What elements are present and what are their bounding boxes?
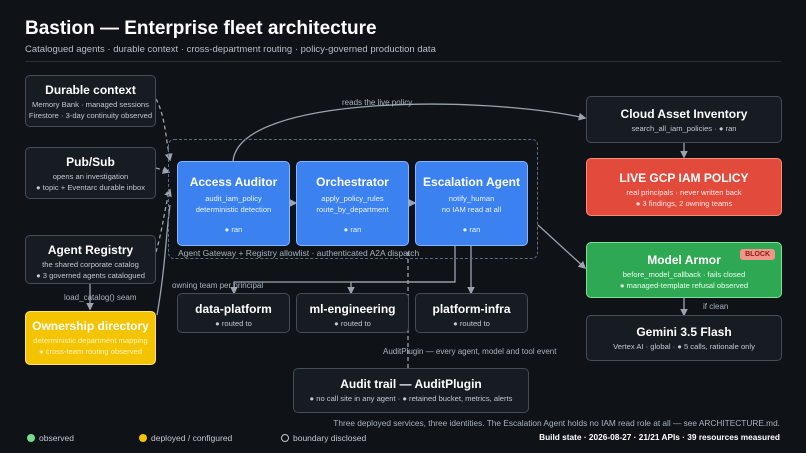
- edge-pubsub-to-gateway: [155, 166, 171, 174]
- edge-escalation-to-ml: [347, 281, 455, 295]
- node-line: search_all_iam_policies · ● ran: [631, 124, 737, 133]
- edge-gateway-to-model-armor: [537, 224, 587, 270]
- node-platform-infra[interactable]: platform-infra ● routed to: [415, 293, 528, 333]
- edge-label-auditplugin: AuditPlugin — every agent, model and too…: [383, 347, 557, 356]
- node-line: ● cross-team routing observed: [39, 347, 142, 357]
- node-line: audit_iam_policy: [205, 194, 262, 203]
- deployed-dot-icon: [139, 434, 147, 442]
- node-line: Vertex AI · global · ● 5 calls, rational…: [613, 342, 755, 351]
- node-access-auditor[interactable]: Access Auditor audit_iam_policy determin…: [177, 161, 290, 246]
- node-line: before_model_callback · fails closed: [622, 270, 746, 279]
- node-line: ● routed to: [453, 319, 490, 328]
- node-line: route_by_department: [316, 205, 389, 215]
- node-line: ● topic + Eventarc durable inbox: [35, 183, 146, 193]
- edge-label-owning-team: owning team per principal: [172, 281, 264, 290]
- node-pubsub[interactable]: Pub/Sub opens an investigation ● topic +…: [25, 147, 156, 199]
- edge-auditor-reads-policy: [232, 103, 587, 162]
- node-ownership-directory[interactable]: Ownership directory deterministic depart…: [25, 311, 156, 365]
- node-title: Agent Registry: [47, 243, 134, 257]
- node-durable-context[interactable]: Durable context Memory Bank · managed se…: [25, 75, 156, 127]
- boundary-dot-icon: [281, 434, 289, 442]
- node-title: Audit trail — AuditPlugin: [340, 377, 482, 391]
- legend-label: boundary disclosed: [293, 433, 367, 443]
- node-line: real principals · never written back: [626, 188, 742, 197]
- node-model-armor[interactable]: BLOCK Model Armor before_model_callback …: [586, 242, 782, 298]
- node-escalation-agent[interactable]: Escalation Agent notify_human no IAM rea…: [415, 161, 528, 246]
- node-line: opens an investigation: [52, 172, 129, 181]
- node-title: Pub/Sub: [66, 155, 115, 169]
- node-title: Escalation Agent: [423, 175, 520, 189]
- edge-label-reads-live-policy: reads the live policy: [342, 98, 413, 107]
- node-cloud-asset-inventory[interactable]: Cloud Asset Inventory search_all_iam_pol…: [586, 96, 782, 143]
- edge-label-if-clean: if clean: [703, 302, 729, 311]
- node-title: Model Armor: [647, 253, 721, 267]
- footer-note: Three deployed services, three identitie…: [333, 418, 780, 428]
- page-subtitle: Catalogued agents · durable context · cr…: [25, 44, 436, 55]
- node-line: notify_human: [448, 194, 495, 203]
- node-title: Cloud Asset Inventory: [620, 107, 748, 121]
- legend-label: observed: [39, 433, 74, 443]
- agent-gateway-boundary: [168, 139, 538, 259]
- node-data-platform[interactable]: data-platform ● routed to: [177, 293, 290, 333]
- node-title: Orchestrator: [316, 175, 389, 189]
- edge-escalation-to-data-platform: [230, 246, 456, 295]
- node-line: Memory Bank · managed sessions: [32, 100, 149, 109]
- node-line: deterministic department mapping: [33, 336, 148, 345]
- observed-dot-icon: [27, 434, 35, 442]
- header-divider: [25, 61, 781, 62]
- legend-deployed: deployed / configured: [139, 433, 232, 443]
- node-title: ml-engineering: [309, 302, 396, 316]
- node-line: apply_policy_rules: [321, 194, 384, 203]
- edge-label-load-catalog: load_catalog() seam: [64, 293, 137, 302]
- node-title: LIVE GCP IAM POLICY: [619, 171, 749, 185]
- node-title: Ownership directory: [32, 319, 149, 333]
- status-badge: ● ran: [343, 224, 362, 234]
- node-agent-registry[interactable]: Agent Registry the shared corporate cata…: [25, 235, 156, 284]
- node-live-gcp-iam-policy[interactable]: LIVE GCP IAM POLICY real principals · ne…: [586, 158, 782, 216]
- status-badge: ● ran: [462, 224, 481, 234]
- node-line: the shared corporate catalog: [42, 260, 139, 269]
- node-audit-trail[interactable]: Audit trail — AuditPlugin ● no call site…: [293, 368, 529, 413]
- build-state: Build state · 2026-08-27 · 21/21 APIs · …: [539, 432, 780, 442]
- node-title: Gemini 3.5 Flash: [636, 325, 732, 339]
- node-line: ● no call site in any agent · ● retained…: [309, 394, 513, 403]
- node-title: Access Auditor: [189, 175, 278, 189]
- node-orchestrator[interactable]: Orchestrator apply_policy_rules route_by…: [296, 161, 409, 246]
- node-line: deterministic detection: [195, 205, 272, 215]
- node-title: platform-infra: [432, 302, 511, 316]
- edge-durable-to-gateway: [155, 98, 173, 162]
- agent-gateway-label: Agent Gateway + Registry allowlist · aut…: [178, 248, 420, 258]
- legend-label: deployed / configured: [151, 433, 233, 443]
- node-line: no IAM read at all: [441, 205, 502, 215]
- node-line: ● 3 findings, 2 owning teams: [635, 199, 733, 209]
- node-gemini[interactable]: Gemini 3.5 Flash Vertex AI · global · ● …: [586, 315, 782, 361]
- page-title: Bastion — Enterprise fleet architecture: [25, 18, 377, 39]
- node-line: Firestore · 3-day continuity observed: [28, 111, 153, 121]
- block-badge: BLOCK: [740, 249, 775, 260]
- node-line: ● routed to: [215, 319, 252, 328]
- node-title: data-platform: [195, 302, 272, 316]
- node-line: ● managed-template refusal observed: [619, 281, 749, 291]
- node-line: ● 3 governed agents catalogued: [36, 271, 145, 281]
- node-line: ● routed to: [334, 319, 371, 328]
- node-title: Durable context: [45, 83, 136, 97]
- status-badge: ● ran: [224, 224, 243, 234]
- legend-boundary: boundary disclosed: [281, 433, 366, 443]
- node-ml-engineering[interactable]: ml-engineering ● routed to: [296, 293, 409, 333]
- legend-observed: observed: [27, 433, 74, 443]
